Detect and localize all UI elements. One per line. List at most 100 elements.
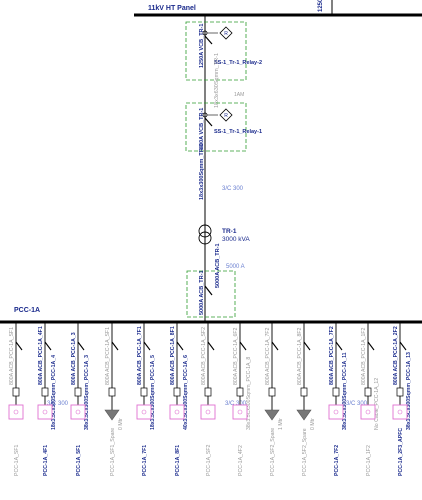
load-box[interactable] [70, 404, 86, 420]
transformer-icon-secondary [198, 231, 212, 245]
load-box[interactable] [328, 404, 344, 420]
feeder-protection-box [396, 387, 404, 397]
pcc-busbar-label: PCC-1A [14, 307, 40, 314]
feeder-load-label: PCC-1A_SF1 [14, 444, 20, 476]
load-icon [205, 409, 211, 415]
feeder-breaker-label: 800A ACB_PCC-1A_3 [71, 332, 77, 385]
feeder-cable-label: 1 Mtr [278, 418, 284, 430]
corner-label: 1250 [318, 0, 324, 12]
load-icon [174, 409, 180, 415]
feeder-protection-box [364, 387, 372, 397]
cable-size-note: 3/C 300 [346, 401, 368, 407]
load-box[interactable] [232, 404, 248, 420]
feeder-protection-box [268, 387, 276, 397]
feeder-protection-box [204, 387, 212, 397]
mid-note: 1AM [234, 92, 244, 98]
feeder-breaker[interactable] [271, 341, 279, 351]
feeder-load-label: PCC-1A_SF2 [206, 444, 212, 476]
vcb-mid-label: 800A VCB_TR-1 [199, 108, 205, 149]
feeder-load-label: PCC-1A_7F2 [334, 445, 340, 476]
load-box[interactable] [37, 404, 53, 420]
vcb-mid-breaker[interactable] [204, 117, 213, 127]
transformer-icon-primary[interactable] [198, 224, 212, 238]
feeder-protection-box [12, 387, 20, 397]
relay-mid-icon-glyph: R [224, 113, 228, 119]
feeder-protection-box [41, 387, 49, 397]
feeder-breaker[interactable] [207, 341, 215, 351]
feeder-load-label: PCC-1A_2F3_APFC [398, 428, 404, 476]
relay-mid-icon[interactable] [219, 108, 233, 122]
feeder-load-label: PCC-1A_SF1_Spare [110, 428, 116, 476]
feeder-breaker[interactable] [143, 341, 151, 351]
feeder-cable-label: 0 Mtr [310, 418, 316, 430]
feeder-load-label: PCC-1A_5F1 [76, 445, 82, 476]
load-icon [365, 409, 371, 415]
load-icon [42, 409, 48, 415]
feeder-cable-label: 18x3.5Cx300Sqmm_PCC-1A_4 [51, 355, 57, 430]
transformer-rating: 3000 kVA [222, 236, 250, 243]
feeder-breaker-label: 800A ACB_PCC-1A_7F1 [137, 326, 143, 385]
feeder-breaker[interactable] [176, 341, 184, 351]
feeder-breaker-label: 800A ACB_PCC-1A_1F2 [361, 328, 367, 385]
load-icon [75, 409, 81, 415]
feeder-breaker[interactable] [303, 341, 311, 351]
feeder-load-label: PCC-1A_4F2 [238, 445, 244, 476]
cable-note: 3/C 300 [222, 186, 244, 192]
feeder-load-label: PCC-1A_1F2 [366, 445, 372, 476]
acb-alt-label: 5000A ACB_TR-1 [215, 243, 221, 288]
load-box[interactable] [392, 404, 408, 420]
feeder-breaker[interactable] [44, 341, 52, 351]
feeder-breaker-label: 800A ACB_PCC-1A_8F1 [170, 326, 176, 385]
feeder-cable-label: 0 Mtr [118, 418, 124, 430]
feeder-breaker[interactable] [111, 341, 119, 351]
feeder-load-label: PCC-1A_8F1 [175, 445, 181, 476]
cable-mid-label: 18x3x300Sqmm_TR-1 [199, 143, 205, 200]
acb-highlight [186, 270, 236, 318]
feeder-breaker-label: 800A ACB_PCC-1A_4F1 [38, 326, 44, 385]
feeder-cable-label: No Cable_PCC-1A_12 [374, 378, 380, 430]
feeder-load-label: PCC-1A_7F1 [142, 445, 148, 476]
feeder-protection-box [140, 387, 148, 397]
feeder-protection-box [74, 387, 82, 397]
relay-top-icon[interactable] [219, 26, 233, 40]
load-icon [237, 409, 243, 415]
load-box[interactable] [136, 404, 152, 420]
spare-ground-icon [104, 409, 120, 421]
vcb-top-breaker[interactable] [204, 35, 213, 45]
load-icon [397, 409, 403, 415]
load-box[interactable] [169, 404, 185, 420]
feeder-cable-label: 38x3.5Cx300Sqmm_PCC-1A_8 [246, 357, 252, 430]
transformer-name: TR-1 [222, 228, 237, 235]
feeder-protection-box [236, 387, 244, 397]
feeder-breaker[interactable] [239, 341, 247, 351]
load-box[interactable] [200, 404, 216, 420]
feeder-cable-label: 18x3.5Cx300Sqmm_PCC-1A_5 [150, 355, 156, 430]
relay-top-icon-glyph: R [224, 31, 228, 37]
feeder-breaker-label: 800A ACB_PCC-1A_6F2 [233, 328, 239, 385]
feeder-breaker[interactable] [335, 341, 343, 351]
feeder-protection-box [173, 387, 181, 397]
feeder-breaker[interactable] [77, 341, 85, 351]
acb-incomer-breaker[interactable] [204, 285, 213, 296]
cable-faded-label: 18x3x630Sqmm_TR-1 [214, 53, 220, 108]
feeder-protection-box [332, 387, 340, 397]
feeder-cable-label: 40x3.5Cx300Sqmm_PCC-1A_6 [183, 355, 189, 430]
load-box[interactable] [8, 404, 24, 420]
feeder-breaker-label: 800A ACB_PCC-1A_SF1 [9, 327, 15, 385]
load-icon [333, 409, 339, 415]
vcb-top-highlight [185, 21, 247, 81]
feeder-breaker[interactable] [15, 341, 23, 351]
relay-mid-label: SS-1_Tr-1_Relay-1 [214, 129, 262, 135]
cable-size-note: 3/C 300 [225, 401, 247, 407]
feeder-breaker[interactable] [367, 341, 375, 351]
load-icon [13, 409, 19, 415]
feeder-breaker-label: 800A ACB_PCC-1A_SF1 [105, 327, 111, 385]
feeder-breaker[interactable] [399, 341, 407, 351]
acb-label: 5000A ACB_TR-1 [199, 270, 205, 315]
load-box[interactable] [360, 404, 376, 420]
feeder-breaker-label: 800A ACB_PCC-1A_7F2 [265, 328, 271, 385]
feeder-cable-label: 38x3.5Cx300Sqmm_PCC-1A_3 [84, 355, 90, 430]
load-icon [141, 409, 147, 415]
